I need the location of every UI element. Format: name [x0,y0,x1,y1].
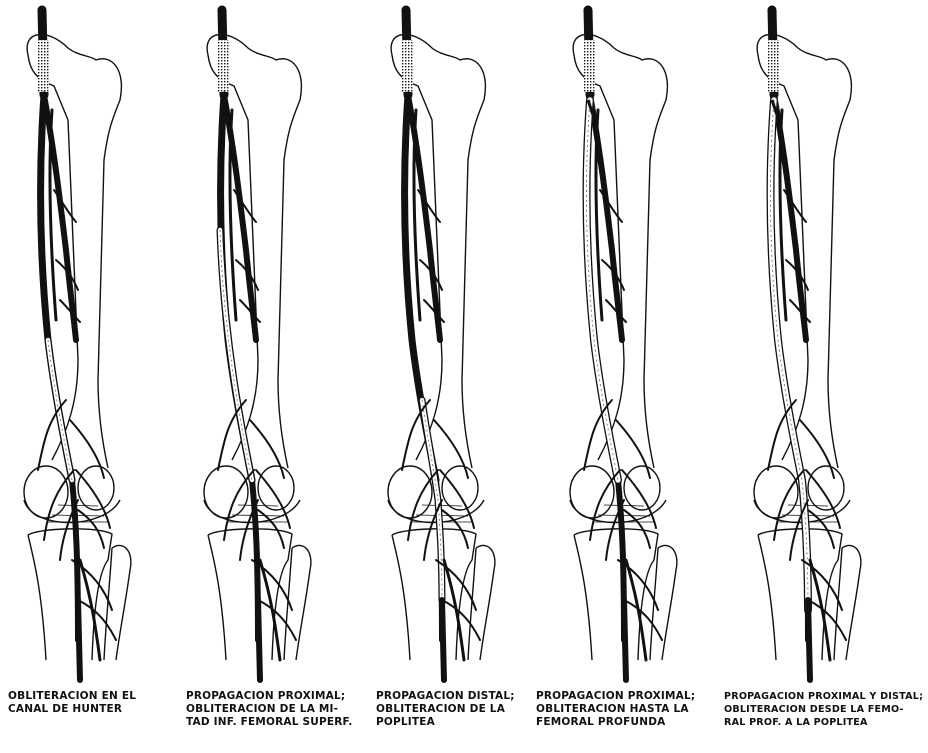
lateral-condyle [258,466,294,510]
tibia-outline [208,529,292,660]
tibial-artery [808,600,810,680]
caption-1: OBLITERACION EN EL CANAL DE HUNTER [8,690,194,716]
caption-3-line-2: OBLITERACION DE LA [376,703,562,716]
fibula-outline [284,545,311,660]
tibia-outline [28,529,112,660]
caption-5: PROPAGACION PROXIMAL Y DISTAL; OBLITERAC… [724,690,910,729]
caption-4-line-3: FEMORAL PROFUNDA [536,716,722,729]
deep-femoral-artery [224,95,256,340]
groin-stippled-sheath [768,40,779,92]
tibial-artery [442,600,444,680]
tibial-artery [78,600,80,680]
caption-3: PROPAGACION DISTAL; OBLITERACION DE LA P… [376,690,562,729]
collateral-branch-1 [54,190,76,222]
groin-stippled-sheath [402,40,413,92]
caption-2-line-3: TAD INF. FEMORAL SUPERF. [186,716,372,729]
tibia-outline [758,529,842,660]
panel-1: OBLITERACION EN EL CANAL DE HUNTER [8,0,194,753]
panel-3: PROPAGACION DISTAL; OBLITERACION DE LA P… [372,0,558,753]
deep-femoral-artery [408,95,440,340]
caption-3-line-1: PROPAGACION DISTAL; [376,690,562,703]
fibula-outline [468,545,495,660]
caption-4-line-1: PROPAGACION PROXIMAL; [536,690,722,703]
lateral-condyle [624,466,660,510]
caption-2-line-2: OBLITERACION DE LA MI- [186,703,372,716]
caption-4: PROPAGACION PROXIMAL; OBLITERACION HASTA… [536,690,722,729]
caption-5-line-3: RAL PROF. A LA POPLITEA [724,716,910,729]
groin-stippled-sheath [218,40,229,92]
collateral-branch-1 [784,190,806,222]
leg-illustration-3 [372,0,558,690]
collateral-branch-1 [600,190,622,222]
deep-femoral-artery [590,95,622,340]
leg-illustration-4 [554,0,740,690]
caption-3-line-3: POPLITEA [376,716,562,729]
caption-1-line-2: CANAL DE HUNTER [8,703,194,716]
panel-5: PROPAGACION PROXIMAL Y DISTAL; OBLITERAC… [738,0,924,753]
caption-4-line-2: OBLITERACION HASTA LA [536,703,722,716]
fibula-outline [104,545,131,660]
lateral-condyle [442,466,478,510]
groin-stippled-sheath [584,40,595,92]
lateral-condyle [808,466,844,510]
panel-4: PROPAGACION PROXIMAL; OBLITERACION HASTA… [554,0,740,753]
collateral-branch-1 [234,190,256,222]
deep-femoral-artery [44,95,76,340]
caption-5-line-1: PROPAGACION PROXIMAL Y DISTAL; [724,690,910,703]
tibial-artery [624,600,626,680]
caption-2-line-1: PROPAGACION PROXIMAL; [186,690,372,703]
occluded-hunter-segment-lumen [48,340,72,480]
caption-2: PROPAGACION PROXIMAL; OBLITERACION DE LA… [186,690,372,729]
fibula-outline [834,545,861,660]
fibula-outline [650,545,677,660]
tibia-outline [392,529,476,660]
leg-illustration-2 [188,0,374,690]
leg-illustration-1 [8,0,194,690]
collateral-branch-1 [418,190,440,222]
groin-stippled-sheath [38,40,49,92]
panel-2: PROPAGACION PROXIMAL; OBLITERACION DE LA… [188,0,374,753]
tibia-outline [574,529,658,660]
tibial-artery [258,600,260,680]
caption-5-line-2: OBLITERACION DESDE LA FEMO- [724,703,910,716]
deep-femoral-artery [774,95,806,340]
leg-illustration-5 [738,0,924,690]
lateral-condyle [78,466,114,510]
caption-1-line-1: OBLITERACION EN EL [8,690,194,703]
